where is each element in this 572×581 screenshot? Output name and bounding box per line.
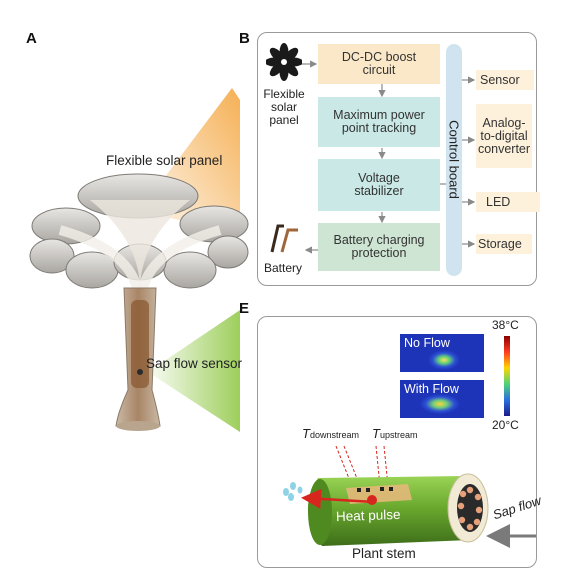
- t-downstream-label: Tdownstream: [302, 426, 359, 441]
- sensor-box: Sensor: [476, 70, 534, 90]
- solar-panel-icon: [266, 43, 302, 81]
- panel-a-letter: A: [26, 30, 37, 47]
- adc-line1: Analog-: [482, 115, 526, 130]
- thermal-image-with-flow: [400, 380, 484, 418]
- solar-icon-label-line3: panel: [269, 113, 299, 127]
- adc-line3: converter: [477, 141, 531, 156]
- sap-flow-sensor-label: Sap flow sensor: [146, 356, 243, 371]
- thermal-image-no-flow: [400, 334, 484, 372]
- led-label: LED: [486, 194, 511, 209]
- voltage-stabilizer-line2: stabilizer: [354, 184, 404, 198]
- storage-label: Storage: [478, 236, 522, 251]
- led-box: LED: [476, 192, 540, 212]
- t-downstream-main: T: [302, 426, 310, 441]
- sensor-light-beam: [148, 310, 240, 432]
- t-upstream-main: T: [372, 426, 380, 441]
- panel-e-letter: E: [239, 300, 250, 317]
- solar-icon-label: Flexible solar panel: [262, 88, 306, 127]
- no-flow-label: No Flow: [404, 336, 450, 350]
- heater-dot: [367, 495, 377, 505]
- sensor-patch: [346, 484, 412, 504]
- plant-stem-label: Plant stem: [352, 546, 416, 561]
- dcdc-boost-line1: DC-DC boost: [341, 50, 417, 64]
- temp-max-label: 38°C: [492, 318, 519, 332]
- storage-box: Storage: [476, 234, 532, 254]
- t-upstream-sub: upstream: [379, 430, 418, 440]
- t-upstream-label: Tupstream: [372, 426, 417, 441]
- heat-pulse-label: Heat pulse: [335, 506, 401, 525]
- solar-icon-label-line2: solar: [270, 100, 297, 114]
- battery-icon: [270, 224, 298, 253]
- panel-b-letter: B: [239, 30, 250, 47]
- solar-icon-label-line1: Flexible: [263, 87, 305, 101]
- mppt-line2: point tracking: [341, 121, 417, 135]
- stem-end-left: [308, 479, 332, 545]
- battery-charging-line1: Battery charging: [333, 233, 425, 247]
- mppt-line1: Maximum power: [333, 108, 425, 122]
- control-board-bar: [446, 44, 462, 276]
- voltage-stabilizer-line1: Voltage: [358, 171, 400, 185]
- temp-min-label: 20°C: [492, 418, 519, 432]
- solar-flower-petals: [29, 173, 249, 294]
- water-droplets: [283, 482, 303, 501]
- dcdc-boost-line2: circuit: [362, 63, 396, 77]
- heat-pulse-arrow: [301, 488, 375, 509]
- solar-panel-label: Flexible solar panel: [106, 153, 223, 168]
- sensor-label: Sensor: [480, 72, 520, 87]
- battery-charging-line2: protection: [351, 246, 407, 260]
- temperature-colorbar: [504, 336, 510, 416]
- t-downstream-sub: downstream: [309, 430, 359, 440]
- with-flow-label: With Flow: [404, 382, 459, 396]
- adc-line2: to-digital: [480, 128, 528, 143]
- battery-label: Battery: [264, 261, 303, 275]
- sensor-electronics: [131, 300, 149, 388]
